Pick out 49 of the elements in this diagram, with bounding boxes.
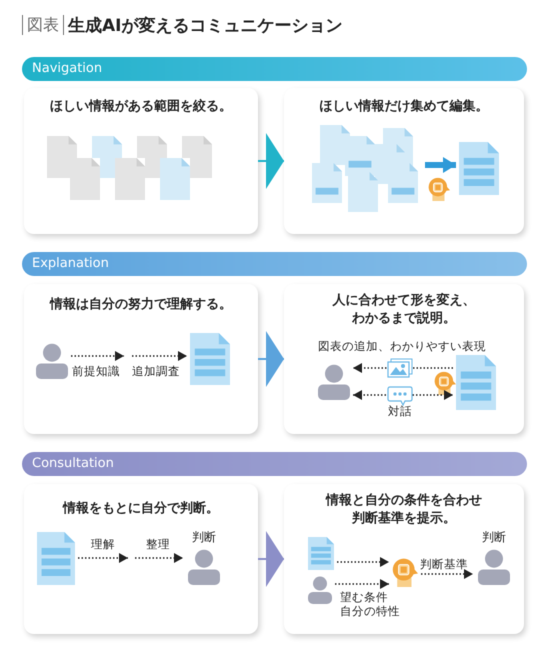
ai-head-icon (392, 557, 418, 587)
arrow (421, 569, 473, 579)
card-heading: ほしい情報だけ集めて編集。 (318, 98, 490, 116)
card (24, 484, 258, 634)
person-icon (36, 343, 68, 379)
label: 判断 (481, 529, 507, 545)
document-icon (308, 537, 334, 570)
arrow (337, 557, 389, 567)
edge-label: 追加調査 (132, 364, 180, 378)
edge-label: 前提知識 (72, 364, 120, 378)
card-heading: 情報と自分の条件を合わせ判断基準を提示。 (324, 492, 483, 528)
arrow (353, 390, 453, 400)
arrow (135, 553, 183, 563)
arrow (71, 351, 124, 361)
arrow (335, 579, 389, 589)
edge-label: 図表の追加、わかりやすい表現 (318, 339, 486, 353)
section-header-bar: Consultation (22, 452, 527, 476)
card (24, 284, 258, 434)
arrow (353, 363, 453, 373)
edge-label: 理解 (91, 537, 115, 551)
edge-label: 望む条件自分の特性 (340, 590, 401, 618)
diagram-title: 生成AIが変えるコミュニケーション (68, 15, 342, 37)
arrow (78, 553, 128, 563)
card (284, 484, 524, 634)
edge-label: 判断基準 (420, 557, 468, 571)
document-icon (456, 355, 496, 410)
card (24, 88, 258, 234)
chevron-arrow (258, 133, 284, 189)
arrow (425, 157, 456, 173)
card-heading: 人に合わせて形を変え、わかるまで説明。 (331, 292, 476, 328)
document-icon (37, 532, 75, 585)
chevron-arrow (258, 531, 284, 587)
edge-label: 整理 (146, 537, 170, 551)
card-heading: ほしい情報がある範囲を絞る。 (49, 98, 233, 116)
arrow (132, 351, 187, 361)
card (284, 284, 524, 434)
person-icon (318, 364, 350, 400)
section-header-bar: Explanation (22, 252, 527, 276)
card-heading: 情報は自分の努力で理解する。 (48, 296, 233, 314)
document-icon (190, 333, 230, 385)
document-icon (459, 142, 499, 195)
person-icon (308, 576, 332, 604)
card-heading: 情報をもとに自分で判断。 (62, 500, 220, 518)
card (284, 88, 524, 234)
chevron-arrow (258, 331, 284, 387)
figure-tag: 図表 (22, 15, 64, 35)
edge-label: 対話 (388, 404, 412, 418)
section-header-bar: Navigation (22, 57, 527, 81)
label: 判断 (191, 529, 217, 545)
